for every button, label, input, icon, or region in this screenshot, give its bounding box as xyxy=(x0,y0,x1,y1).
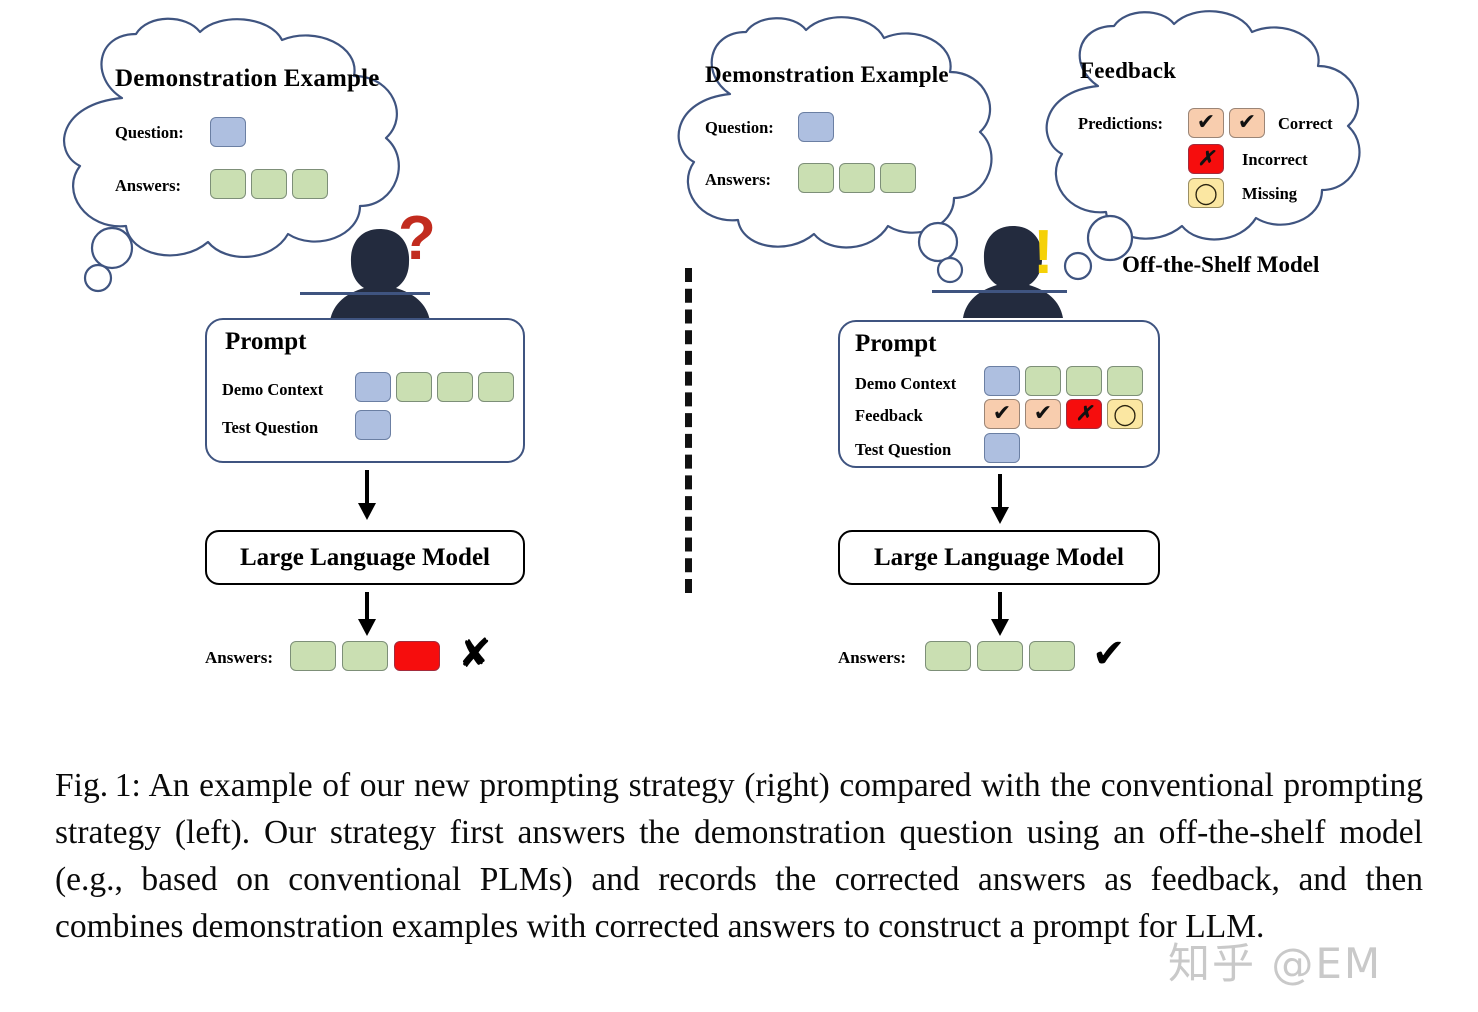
answer-chip xyxy=(798,163,834,193)
right-prompt-row-label-test-question: Test Question xyxy=(855,440,952,459)
demo-context-chip xyxy=(437,372,473,402)
right-answer-chip xyxy=(1029,641,1075,671)
answers-label: Answers: xyxy=(115,176,181,195)
right-demonstration-cloud: Demonstration Example Question: Answers: xyxy=(650,16,1030,284)
right-prompt-row-label-feedback: Feedback xyxy=(855,406,923,425)
legend-label-missing: Missing xyxy=(1242,184,1298,203)
question-label: Question: xyxy=(115,123,184,142)
feedback-cloud-title: Feedback xyxy=(1080,58,1177,83)
right-verdict-check-icon: ✔ xyxy=(1092,631,1126,677)
right-arrow-model-to-answers xyxy=(988,592,1012,641)
demo-context-chip xyxy=(1025,366,1061,396)
left-demonstration-cloud: Demonstration Example Question: Answers: xyxy=(30,17,450,293)
legend-chip-incorrect: ✗ xyxy=(1188,144,1224,174)
exclamation-mark-icon: ! xyxy=(1033,218,1054,287)
feedback-chip-incorrect: ✗ xyxy=(1066,399,1102,429)
cloud-title: Demonstration Example xyxy=(705,62,949,87)
demo-context-chip xyxy=(478,372,514,402)
demo-context-chip xyxy=(1107,366,1143,396)
feedback-cloud: Feedback Predictions: ✔ ✔ Correct ✗ Inco… xyxy=(1020,10,1390,281)
right-prompt-title: Prompt xyxy=(855,330,937,357)
legend-label-correct: Correct xyxy=(1278,114,1333,133)
answer-chip xyxy=(251,169,287,199)
figure-diagram: Demonstration Example Question: Answers:… xyxy=(30,10,1390,677)
panel-divider xyxy=(685,268,692,593)
feedback-chip-missing: ◯ xyxy=(1107,399,1143,429)
demo-context-chip xyxy=(355,372,391,402)
answers-label: Answers: xyxy=(705,170,771,189)
right-llm-box: Large Language Model xyxy=(838,530,1160,585)
test-question-chip xyxy=(355,410,391,440)
demo-context-chip xyxy=(1066,366,1102,396)
legend-label-incorrect: Incorrect xyxy=(1242,150,1308,169)
question-chip xyxy=(798,112,834,142)
predictions-label: Predictions: xyxy=(1078,114,1163,133)
off-the-shelf-model-label: Off-the-Shelf Model xyxy=(1122,252,1320,277)
left-answers-label: Answers: xyxy=(205,648,273,667)
feedback-chip-correct: ✔ xyxy=(1025,399,1061,429)
cross-icon: ✗ xyxy=(1197,148,1215,170)
demo-context-chip xyxy=(984,366,1020,396)
question-label: Question: xyxy=(705,118,774,137)
left-user-silhouette xyxy=(325,225,435,330)
left-ground-line xyxy=(300,292,430,295)
right-ground-line xyxy=(932,290,1067,293)
check-icon: ✔ xyxy=(1237,110,1257,135)
feedback-chip-correct: ✔ xyxy=(984,399,1020,429)
left-answer-chip xyxy=(342,641,388,671)
answer-chip xyxy=(292,169,328,199)
left-prompt-row-label-demo-context: Demo Context xyxy=(222,380,324,399)
left-arrow-model-to-answers xyxy=(355,592,379,641)
watermark: 知乎 @EM xyxy=(1168,939,1383,988)
check-icon: ✔ xyxy=(1033,401,1053,426)
circle-icon: ◯ xyxy=(1113,401,1137,426)
test-question-chip xyxy=(984,433,1020,463)
right-answer-chip xyxy=(925,641,971,671)
left-llm-box: Large Language Model xyxy=(205,530,525,585)
left-answer-chip-incorrect xyxy=(394,641,440,671)
prediction-chip-correct: ✔ xyxy=(1188,108,1224,138)
cross-icon: ✗ xyxy=(1075,403,1093,425)
answer-chip xyxy=(210,169,246,199)
right-prompt-row-label-demo-context: Demo Context xyxy=(855,374,957,393)
check-icon: ✔ xyxy=(1196,110,1216,135)
question-mark-icon: ? xyxy=(398,204,436,273)
left-arrow-prompt-to-model xyxy=(355,470,379,525)
right-user-silhouette xyxy=(958,222,1068,327)
left-verdict-cross-icon: ✘ xyxy=(458,631,492,677)
figure-caption: Fig. 1: An example of our new prompting … xyxy=(55,767,1423,945)
answer-chip xyxy=(880,163,916,193)
answer-chip xyxy=(839,163,875,193)
left-prompt-row-label-test-question: Test Question xyxy=(222,418,319,437)
demo-context-chip xyxy=(396,372,432,402)
right-arrow-prompt-to-model xyxy=(988,474,1012,529)
right-answer-chip xyxy=(977,641,1023,671)
legend-chip-missing: ◯ xyxy=(1188,178,1224,208)
right-answers-label: Answers: xyxy=(838,648,906,667)
check-icon: ✔ xyxy=(992,401,1012,426)
question-chip xyxy=(210,117,246,147)
left-answer-chip xyxy=(290,641,336,671)
prediction-chip-correct: ✔ xyxy=(1229,108,1265,138)
left-prompt-title: Prompt xyxy=(225,328,307,355)
circle-icon: ◯ xyxy=(1194,180,1218,205)
cloud-title: Demonstration Example xyxy=(115,65,380,92)
